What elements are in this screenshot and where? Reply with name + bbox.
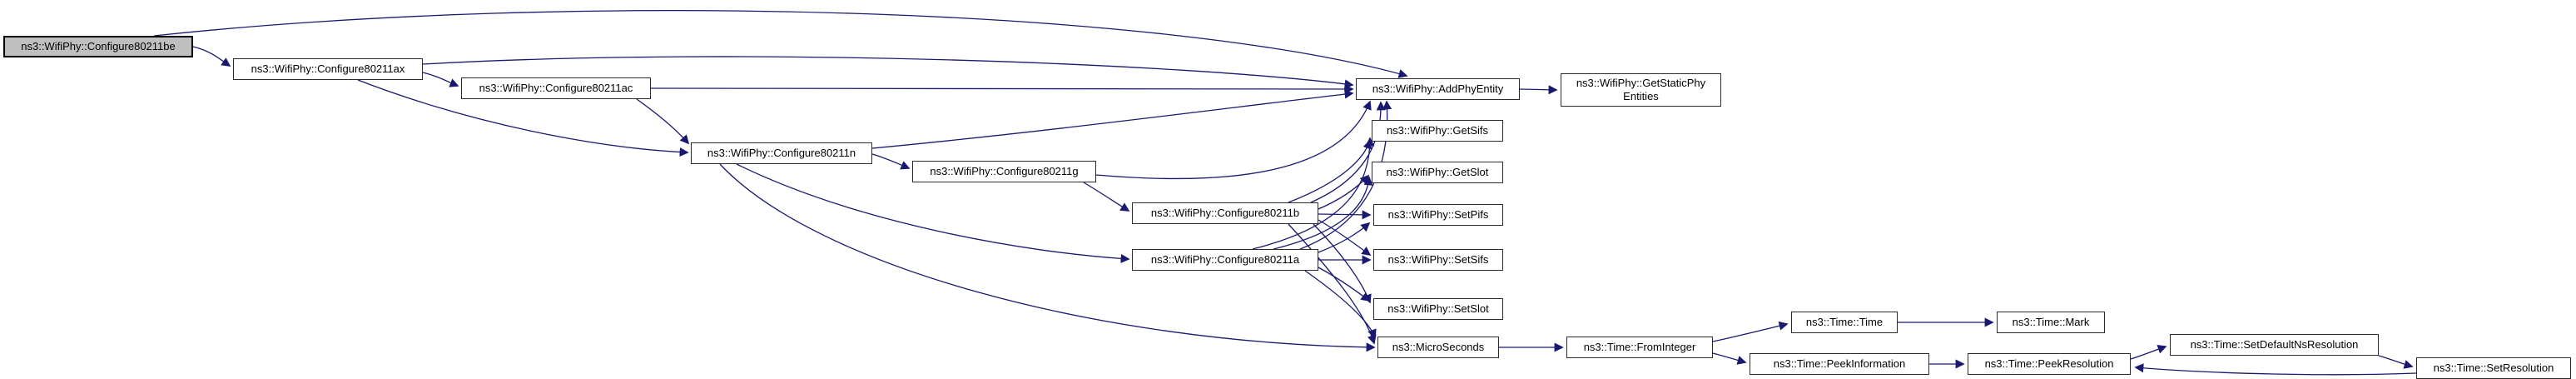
edge-ax-ac [422, 72, 459, 87]
node-set-slot[interactable]: ns3::WifiPhy::SetSlot [1373, 298, 1503, 320]
edge-setResolution-peekResolution [2134, 363, 2417, 376]
edge-be-addPhyEntity [153, 10, 1408, 78]
node-micro-seconds[interactable]: ns3::MicroSeconds [1377, 337, 1499, 358]
edge-b-addPhyEntity [1310, 101, 1386, 203]
edge-be-ax [192, 46, 231, 67]
edge-n-addPhyEntity [871, 89, 1354, 149]
edge-n-a [736, 163, 1130, 263]
node-configure80211b[interactable]: ns3::WifiPhy::Configure80211b [1132, 202, 1318, 224]
edge-ax-n [357, 79, 689, 157]
node-get-slot[interactable]: ns3::WifiPhy::GetSlot [1372, 162, 1503, 183]
edge-b-setSifs [1318, 219, 1372, 256]
node-configure80211be[interactable]: ns3::WifiPhy::Configure80211be [3, 36, 193, 57]
node-configure80211n[interactable]: ns3::WifiPhy::Configure80211n [691, 142, 872, 164]
edge-a-setSlot [1318, 267, 1371, 302]
edge-b-microSeconds [1288, 223, 1377, 345]
edge-peekResolution-setDefaultNsResolution [2130, 344, 2167, 360]
edge-ax-addPhyEntity [422, 56, 1354, 89]
node-set-default-ns-resolution[interactable]: ns3::Time::SetDefaultNsResolution [2170, 334, 2379, 356]
node-set-resolution[interactable]: ns3::Time::SetResolution [2416, 357, 2571, 379]
node-peek-resolution[interactable]: ns3::Time::PeekResolution [1968, 353, 2131, 375]
edge-n-g [871, 153, 911, 170]
edge-b-getSifs [1288, 139, 1372, 203]
edge-a-getSlot [1273, 176, 1373, 250]
node-time-mark[interactable]: ns3::Time::Mark [1997, 312, 2105, 333]
edge-a-microSeconds [1304, 270, 1377, 339]
edge-a-setPifs [1318, 222, 1371, 253]
edge-b-setSlot [1313, 223, 1372, 304]
edge-b-setPifs [1318, 210, 1372, 220]
node-add-phy-entity[interactable]: ns3::WifiPhy::AddPhyEntity [1356, 78, 1520, 100]
edge-ac-n [636, 98, 690, 145]
edge-fromInteger-time [1712, 321, 1789, 342]
edge-g-b [1083, 182, 1130, 212]
node-set-pifs[interactable]: ns3::WifiPhy::SetPifs [1373, 204, 1503, 226]
edge-setDefaultNsResolution-setResolution [2378, 355, 2414, 369]
node-configure80211ax[interactable]: ns3::WifiPhy::Configure80211ax [233, 58, 423, 80]
node-configure80211g[interactable]: ns3::WifiPhy::Configure80211g [912, 161, 1096, 182]
edge-addPhyEntity-getStaticPhyEntities [1519, 85, 1558, 95]
node-time-time[interactable]: ns3::Time::Time [1791, 312, 1898, 333]
node-configure80211a[interactable]: ns3::WifiPhy::Configure80211a [1132, 249, 1318, 271]
node-peek-information[interactable]: ns3::Time::PeekInformation [1750, 353, 1929, 375]
node-configure80211ac[interactable]: ns3::WifiPhy::Configure80211ac [461, 77, 651, 99]
node-get-sifs[interactable]: ns3::WifiPhy::GetSifs [1372, 120, 1503, 142]
node-get-static-phy-entities[interactable]: ns3::WifiPhy::GetStaticPhy Entities [1561, 73, 1721, 107]
edge-n-microSeconds [719, 163, 1376, 352]
node-set-sifs[interactable]: ns3::WifiPhy::SetSifs [1373, 249, 1503, 271]
edge-a-getSifs [1252, 137, 1375, 250]
edge-g-addPhyEntity [1095, 100, 1372, 180]
edge-fromInteger-peekInformation [1712, 352, 1747, 365]
node-from-integer[interactable]: ns3::Time::FromInteger [1566, 337, 1713, 358]
edge-ac-addPhyEntity [650, 84, 1354, 94]
